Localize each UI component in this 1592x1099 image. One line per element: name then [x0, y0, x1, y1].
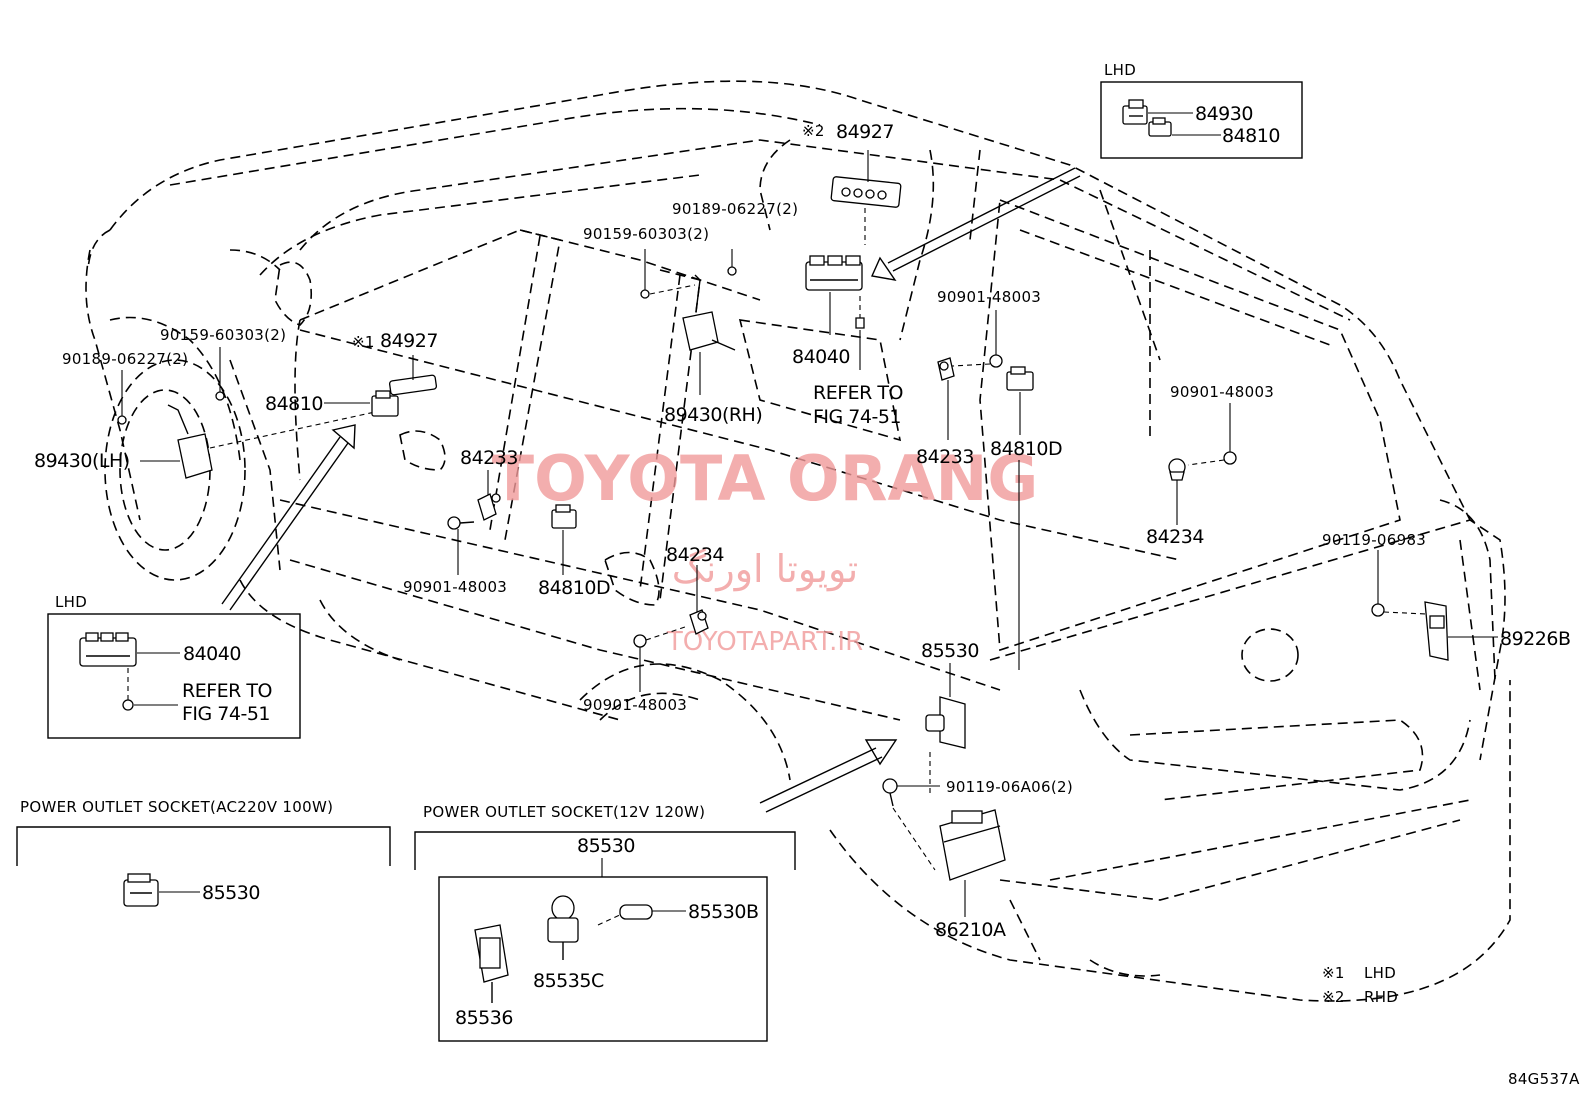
part-84810-left: 84810 [265, 393, 323, 415]
part-84810d-rear: 84810D [990, 438, 1062, 460]
socket-85535c-icon [547, 895, 579, 960]
part-90901-front: 90901-48003 [403, 578, 507, 596]
part-84040: 84040 [792, 346, 850, 368]
screw-icon [447, 516, 475, 530]
part-90901-back: 90901-48003 [1170, 383, 1274, 401]
switch-84810d-icon [1006, 366, 1034, 391]
socket-12v-header-part: 85530 [577, 835, 635, 857]
socket-12v-bracket [414, 831, 796, 870]
arrow-icon [870, 167, 1081, 281]
refer-line2: FIG 74-51 [813, 406, 901, 428]
part-90119-06a06: 90119-06A06(2) [946, 778, 1073, 796]
lhd-mark: ※1 [352, 333, 375, 351]
inset-lhd-left-box [47, 613, 301, 739]
part-90119-06983: 90119-06983 [1322, 531, 1426, 549]
inverter-86210a-icon [939, 809, 1006, 881]
bolt-icon [640, 289, 650, 299]
socket-ac-bracket [16, 826, 391, 866]
switch-84234-icon [1168, 458, 1186, 481]
socket-12v-part-85536: 85536 [455, 1007, 513, 1029]
part-86210a: 86210A [935, 919, 1006, 941]
part-84810d-front: 84810D [538, 577, 610, 599]
switch-84927-rhd-icon [830, 176, 902, 208]
socket-ac-title: POWER OUTLET SOCKET(AC220V 100W) [20, 798, 333, 816]
inset-part-84930: 84930 [1195, 103, 1253, 125]
note-2-mark: ※2 [1322, 988, 1345, 1006]
switch-84810-icon [371, 390, 399, 417]
switch-84810d-icon [551, 504, 577, 529]
part-85530-vehicle: 85530 [921, 640, 979, 662]
part-84927-rhd: 84927 [836, 121, 894, 143]
socket-cap-85530b-icon [597, 904, 653, 926]
socket-12v-part-85535c: 85535C [533, 970, 604, 992]
socket-ac-part: 85530 [202, 882, 260, 904]
switch-84233-icon [937, 357, 955, 381]
screw-icon [951, 354, 1003, 368]
vehicle-outline [85, 80, 1511, 1002]
part-89430-lh: 89430(LH) [34, 450, 130, 472]
refer-line1: REFER TO [813, 382, 903, 404]
bolt-icon [117, 415, 127, 425]
socket-85530-icon [123, 873, 159, 907]
switch-84233-icon [477, 493, 501, 521]
part-84233-rear: 84233 [916, 446, 974, 468]
inset-refer-line1: REFER TO [182, 680, 272, 702]
drawing-code: 84G537A [1508, 1070, 1580, 1088]
rhd-mark: ※2 [802, 122, 825, 140]
part-90159-top: 90159-60303(2) [583, 225, 709, 243]
inset-part-84810: 84810 [1222, 125, 1280, 147]
part-89430-rh: 89430(RH) [664, 404, 762, 426]
part-90901-quarter: 90901-48003 [937, 288, 1041, 306]
bolt-icon [882, 778, 898, 807]
socket-12v-title: POWER OUTLET SOCKET(12V 120W) [423, 803, 705, 821]
part-84233-front: 84233 [460, 447, 518, 469]
inset-lhd-top-title: LHD [1104, 61, 1136, 79]
door-lock-89430-lh-icon [167, 404, 213, 479]
master-switch-84040-icon [79, 632, 137, 667]
master-switch-84040-icon [805, 255, 863, 291]
inset-lhd-top-box [1100, 81, 1303, 159]
arrow-icon [221, 424, 356, 611]
part-90159-left: 90159-60303(2) [160, 326, 286, 344]
part-84234-rear-door: 84234 [666, 544, 724, 566]
screw-icon [122, 699, 134, 711]
bolt-icon [215, 391, 225, 401]
switch-84810-icon [1148, 117, 1172, 137]
door-lock-89430-rh-icon [682, 274, 736, 351]
screw-icon [1187, 451, 1237, 466]
socket-12v-box [438, 876, 768, 1042]
inset-part-84040: 84040 [183, 643, 241, 665]
part-90189-top: 90189-06227(2) [672, 200, 798, 218]
part-84927-lhd: 84927 [380, 330, 438, 352]
screw-icon [855, 317, 865, 329]
part-89226b: 89226B [1500, 628, 1570, 650]
watermark-farsi: تویوتا اورنگ [672, 547, 859, 592]
switch-89226b-icon [1424, 601, 1449, 661]
socket-85530-icon [925, 696, 966, 749]
inset-lhd-left-title: LHD [55, 593, 87, 611]
inset-refer-line2: FIG 74-51 [182, 703, 270, 725]
note-1-mark: ※1 [1322, 964, 1345, 982]
arrow-icon [759, 739, 898, 813]
part-90901-rear-door: 90901-48003 [583, 696, 687, 714]
screw-icon [1371, 603, 1427, 617]
part-84234-back: 84234 [1146, 526, 1204, 548]
switch-84927-lhd-icon [388, 374, 438, 396]
watermark-title: TOYOTA ORANG [492, 442, 1038, 515]
switch-84234-icon [689, 609, 709, 635]
socket-12v-part-85530b: 85530B [688, 901, 758, 923]
note-1-text: LHD [1364, 964, 1396, 982]
socket-85536-icon [474, 924, 509, 1003]
bolt-icon [727, 266, 737, 276]
note-2-text: RHD [1364, 988, 1398, 1006]
switch-84930-icon [1122, 99, 1148, 125]
part-90189-left: 90189-06227(2) [62, 350, 188, 368]
